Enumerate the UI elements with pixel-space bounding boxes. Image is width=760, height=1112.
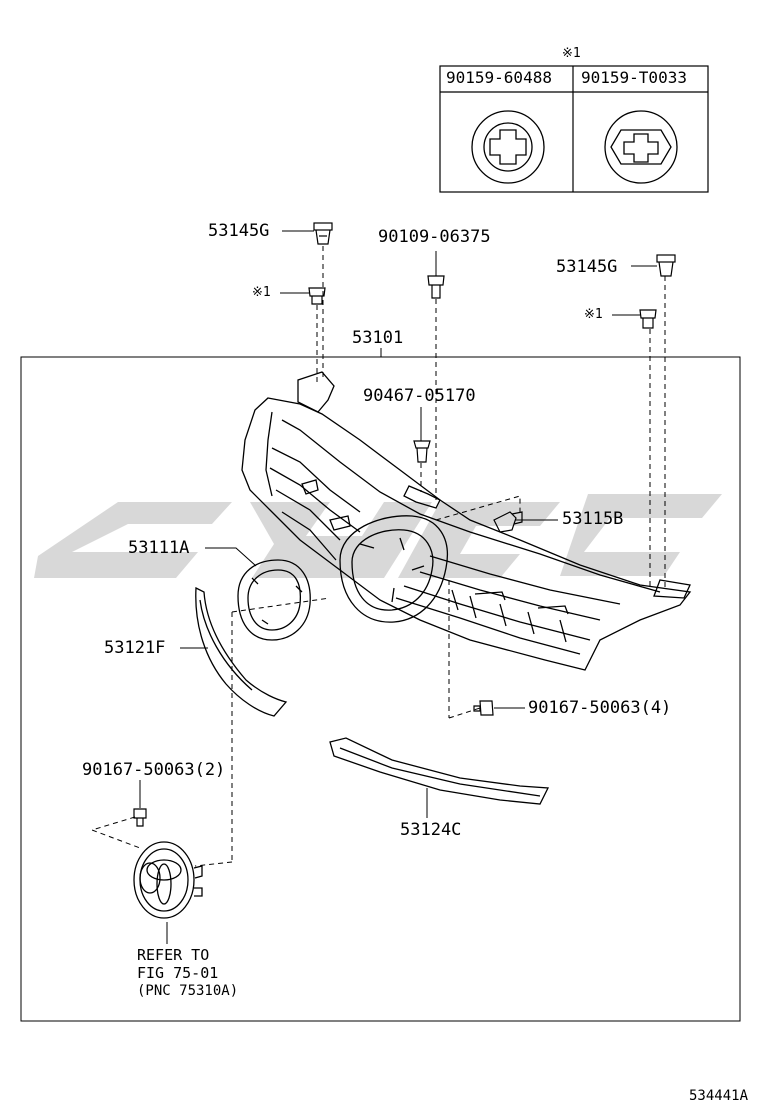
part-label-53124c[interactable]: 53124C <box>400 820 462 840</box>
radiator-grille <box>241 371 692 671</box>
mark-label-right: ※1 <box>584 307 603 322</box>
mark-label-left: ※1 <box>252 285 271 300</box>
screw-head-icon <box>471 110 545 184</box>
refer-line-2: FIG 75-01 <box>137 964 219 982</box>
clip-icon <box>656 254 676 277</box>
part-label-90467-05170[interactable]: 90467-05170 <box>363 386 476 406</box>
screw-icon <box>133 808 147 827</box>
part-label-53115b[interactable]: 53115B <box>562 509 624 529</box>
assembly-frame <box>20 356 741 1022</box>
refer-line-1: REFER TO <box>137 946 210 964</box>
note-table-col-2: 90159-T0033 <box>581 68 687 87</box>
part-label-53145g-left[interactable]: 53145G <box>208 221 270 241</box>
bracket <box>493 511 523 533</box>
part-label-53121f[interactable]: 53121F <box>104 638 166 658</box>
note-table-mark: ※1 <box>562 46 581 61</box>
screw-icon <box>639 309 657 329</box>
refer-line-3: (PNC 75310A) <box>137 983 239 999</box>
note-table <box>439 65 709 193</box>
part-label-90167-50063-2[interactable]: 90167-50063(2) <box>82 760 226 780</box>
screw-icon <box>473 700 494 716</box>
note-table-col-1: 90159-60488 <box>446 68 552 87</box>
figure-number: 534441A <box>689 1088 749 1104</box>
part-label-90109-06375[interactable]: 90109-06375 <box>378 227 491 247</box>
clip-icon <box>413 440 431 463</box>
screw-icon <box>427 275 445 299</box>
part-label-53145g-right[interactable]: 53145G <box>556 257 618 277</box>
dashed-guides <box>90 246 666 867</box>
clip-icon <box>313 222 333 245</box>
emblem-ring <box>237 559 311 641</box>
moulding-left <box>195 586 288 717</box>
emblem <box>133 841 203 919</box>
part-label-53111a[interactable]: 53111A <box>128 538 190 558</box>
screw-icon <box>308 287 326 305</box>
hex-screw-head-icon <box>604 110 678 184</box>
part-label-53101[interactable]: 53101 <box>352 328 404 348</box>
moulding-lower <box>329 737 550 805</box>
part-label-90167-50063-4[interactable]: 90167-50063(4) <box>528 698 672 718</box>
watermark-logo <box>34 494 722 578</box>
